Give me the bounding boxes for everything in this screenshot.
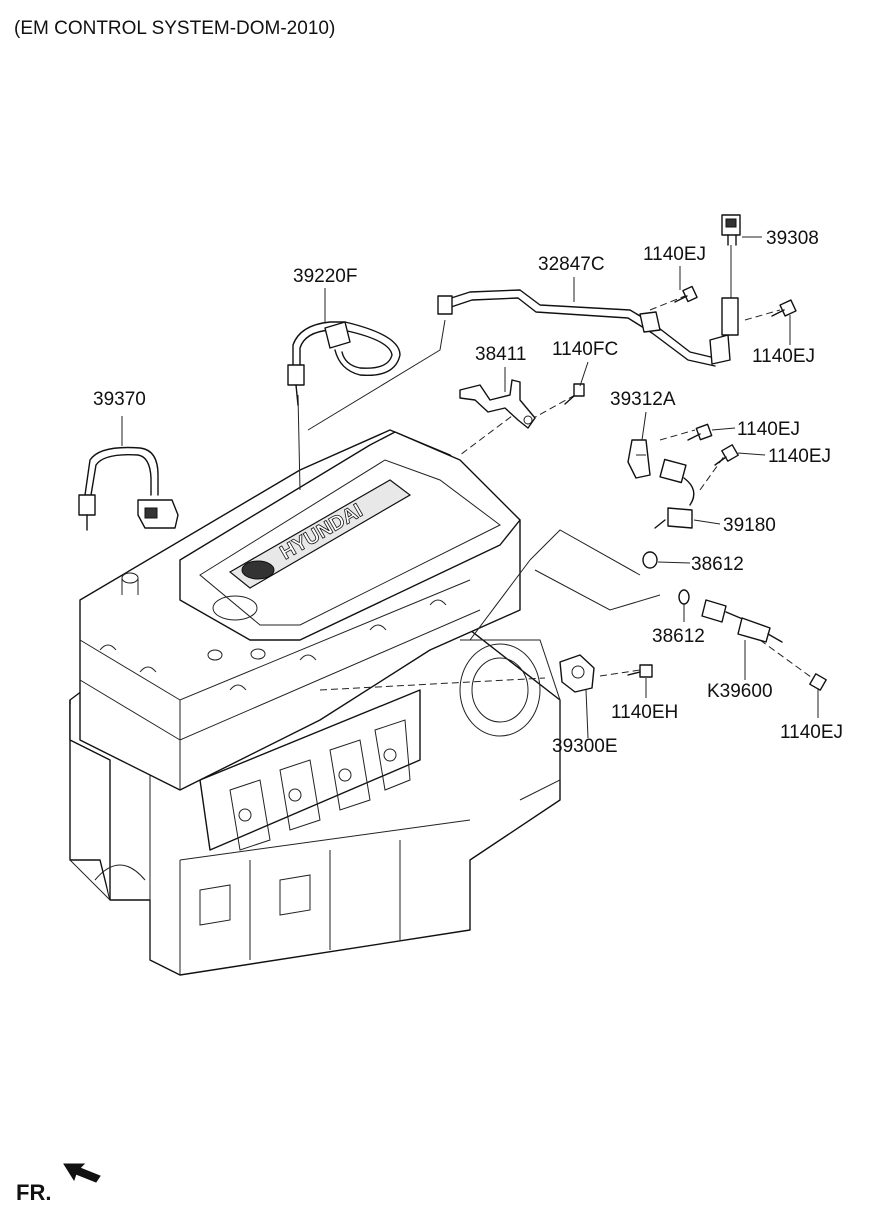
label-1140EH[interactable]: 1140EH (611, 702, 678, 723)
part-39312A-bracket[interactable] (627, 439, 651, 479)
label-1140FC[interactable]: 1140FC (552, 339, 618, 360)
bolt-1140EJ-e-icon[interactable] (809, 673, 827, 691)
hyundai-emblem-icon (241, 560, 275, 580)
label-39220F[interactable]: 39220F (293, 266, 357, 287)
label-1140EJ-a[interactable]: 1140EJ (643, 244, 706, 265)
bolt-1140EJ-c-icon[interactable] (687, 423, 713, 441)
front-direction-arrow-icon (63, 1163, 101, 1183)
part-38411-bracket[interactable] (459, 379, 536, 429)
bolt-1140EJ-d-icon[interactable] (714, 444, 739, 466)
label-K39600[interactable]: K39600 (707, 681, 773, 702)
label-1140EJ-b[interactable]: 1140EJ (752, 346, 815, 367)
label-1140EJ-c[interactable]: 1140EJ (737, 419, 800, 440)
part-39308-sensor[interactable] (721, 214, 741, 246)
label-32847C[interactable]: 32847C (538, 254, 605, 275)
diagram-title: (EM CONTROL SYSTEM-DOM-2010) (14, 18, 336, 39)
front-direction-label: FR. (16, 1180, 52, 1205)
assembly-leader-lines (297, 245, 816, 691)
label-38612-a[interactable]: 38612 (691, 554, 744, 575)
part-39180-sensor[interactable] (654, 458, 695, 529)
label-39308[interactable]: 39308 (766, 228, 819, 249)
part-39300E-sensor[interactable] (559, 654, 595, 693)
part-38612-b-oring[interactable] (678, 589, 690, 605)
bolt-1140EJ-b-icon[interactable] (771, 299, 797, 317)
part-K39600-sensor[interactable] (701, 599, 783, 643)
part-39220F-sensor[interactable] (287, 321, 401, 406)
engine-block: HYUNDAI (69, 429, 561, 976)
part-39370-sensor[interactable] (78, 446, 179, 531)
bolt-1140FC-icon[interactable] (564, 383, 585, 405)
label-38612-b[interactable]: 38612 (652, 626, 705, 647)
part-38612-a-oring[interactable] (642, 551, 658, 569)
label-39312A[interactable]: 39312A (610, 389, 676, 410)
part-32847C-pipe[interactable] (437, 289, 739, 367)
label-39370[interactable]: 39370 (93, 389, 146, 410)
label-38411[interactable]: 38411 (475, 344, 526, 365)
label-leader-lines (121, 236, 819, 739)
part-labels: 39370 39220F 32847C 1140EJ 39308 1140EJ … (93, 228, 843, 757)
intake-runners (199, 689, 421, 851)
label-39300E[interactable]: 39300E (552, 736, 618, 757)
bolt-1140EJ-a-icon[interactable] (674, 285, 698, 303)
label-1140EJ-e[interactable]: 1140EJ (780, 722, 843, 743)
bolt-1140EH-icon[interactable] (627, 664, 653, 678)
valve-cover-logo-plate (228, 479, 412, 589)
label-39180[interactable]: 39180 (723, 515, 776, 536)
label-1140EJ-d[interactable]: 1140EJ (768, 446, 831, 467)
